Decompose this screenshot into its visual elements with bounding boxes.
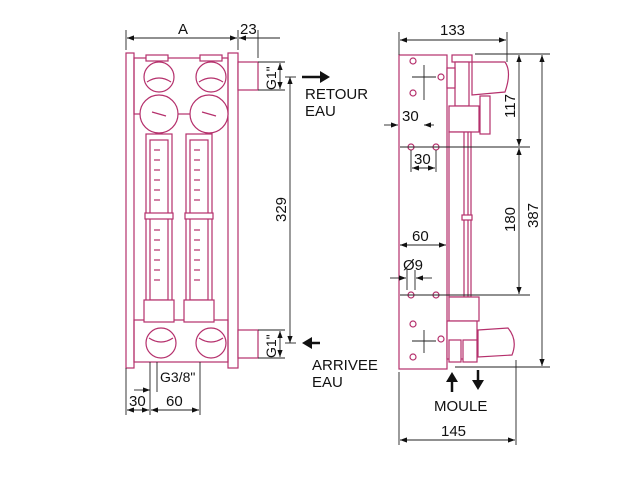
bottom-handle (477, 327, 515, 358)
dim-180-label: 180 (502, 207, 519, 232)
mounting-plate (398, 54, 448, 370)
arrivee-label: ARRIVEE (312, 357, 378, 374)
dim-60-label: 60 (166, 393, 183, 410)
dim-329-label: 329 (273, 197, 290, 222)
inlet-fitting (237, 329, 259, 359)
flowmeter-2 (183, 54, 229, 359)
side-dimensions: 133 117 180 387 30 30 60 Ø9 (384, 22, 550, 445)
dim-60-side-label: 60 (412, 228, 429, 245)
bottom-thread-label: G1" (263, 334, 279, 358)
dim-diameter-label: Ø9 (403, 257, 423, 274)
dim-117-label: 117 (502, 94, 519, 118)
eau-label-top: EAU (305, 103, 336, 120)
valve-knob-icon (143, 61, 175, 93)
dim-30-pitch-label: 30 (414, 151, 431, 168)
valve-knob-icon (195, 61, 227, 93)
flowmeter-1 (139, 54, 179, 359)
dim-30-offset-label: 30 (402, 108, 419, 125)
dim-387-label: 387 (525, 203, 542, 228)
dim-30-label: 30 (129, 393, 146, 410)
right-rail (227, 52, 239, 369)
valve-knob-icon (195, 327, 227, 359)
retour-label: RETOUR (305, 86, 368, 103)
front-view: A 23 G1" G1" 329 RETOUR EAU ARRIVEE EAU (125, 21, 378, 415)
outlet-fitting (237, 61, 259, 91)
top-handle (471, 61, 510, 96)
dim-a-label: A (178, 21, 188, 38)
dim-133-label: 133 (440, 22, 465, 39)
dim-145-label: 145 (441, 423, 466, 440)
left-rail (125, 52, 135, 369)
g38-label: G3/8" (160, 369, 195, 385)
top-thread-label: G1" (263, 66, 279, 90)
front-dimensions: A 23 G1" G1" 329 RETOUR EAU ARRIVEE EAU (125, 21, 378, 415)
dim-23-label: 23 (240, 21, 257, 38)
side-view: 133 117 180 387 30 30 60 Ø9 (384, 22, 550, 445)
moule-label: MOULE (434, 398, 487, 415)
eau-label-bottom: EAU (312, 374, 343, 391)
valve-knob-icon (145, 327, 177, 359)
